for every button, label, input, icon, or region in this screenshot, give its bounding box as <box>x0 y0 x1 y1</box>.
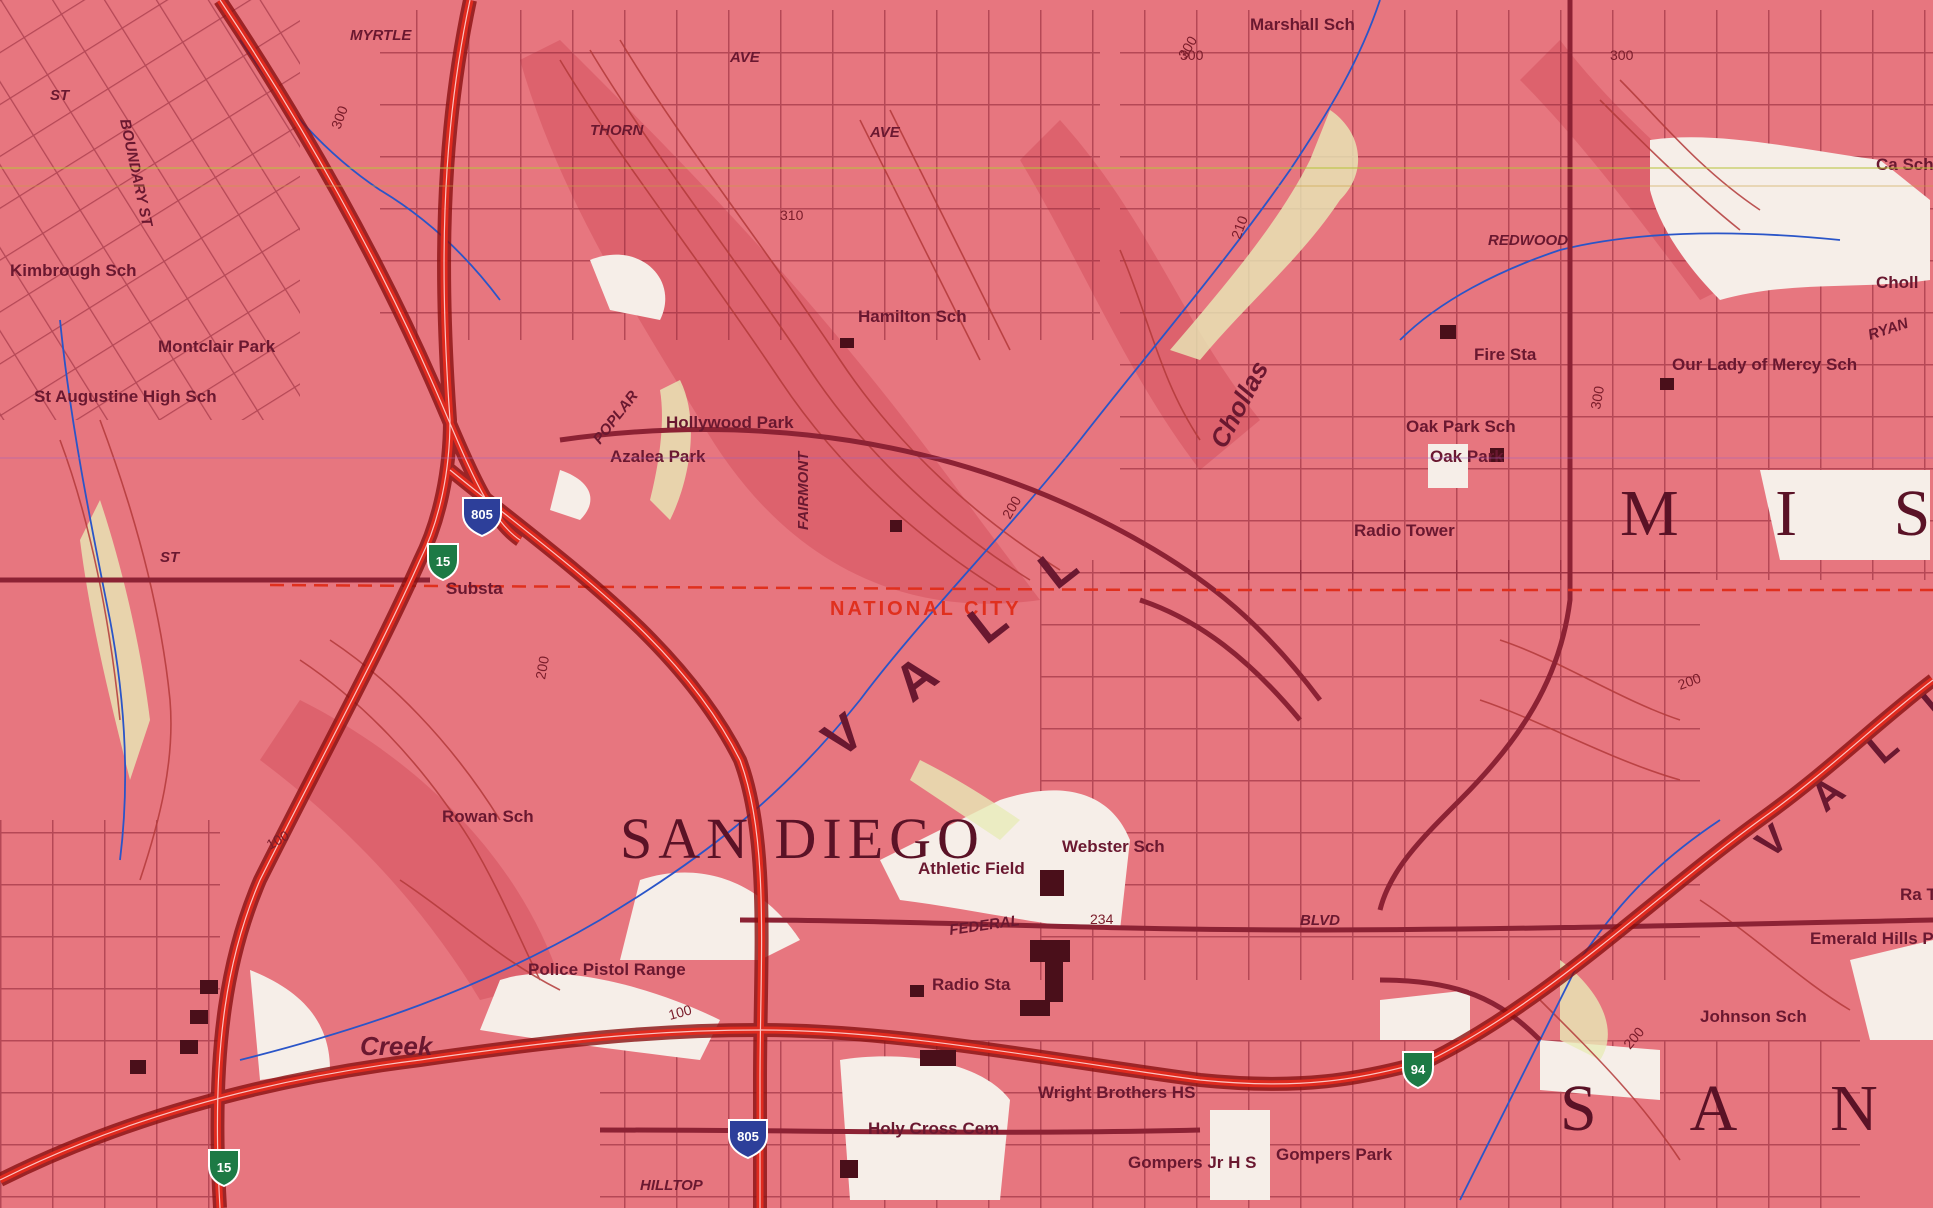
landmark-hollywood: Hollywood Park <box>666 413 794 432</box>
landmark-radio-sta: Radio Sta <box>932 975 1011 994</box>
state-route-15-north-shield: 15 <box>427 543 459 582</box>
landmark-choll: Choll <box>1876 273 1919 292</box>
shield-label: 15 <box>217 1160 231 1175</box>
landmark-oak-park-sch: Oak Park Sch <box>1406 417 1516 436</box>
contour-lines <box>59 39 1851 1161</box>
street-label-st-2: ST <box>50 87 71 104</box>
contour-label: 200 <box>532 655 552 681</box>
street-label-st-1: ST <box>160 549 181 566</box>
landmark-ra-tow: Ra Tow <box>1900 885 1933 904</box>
city-boundary-line <box>269 583 1933 592</box>
landmark-oak-park: Oak Park <box>1430 447 1504 466</box>
street-label-myrtle: MYRTLE <box>350 27 412 44</box>
major-streets <box>0 0 1933 1135</box>
landmark-emerald: Emerald Hills Park <box>1810 929 1933 948</box>
street-label-hilltop: HILLTOP <box>640 1177 704 1194</box>
landmark-ca-sch: Ca Sch <box>1876 155 1933 174</box>
interstate-805-south-shield: 805 <box>728 1119 768 1160</box>
shield-label: 805 <box>737 1129 759 1144</box>
street-label-thorn: THORN <box>590 122 644 139</box>
landmark-gompers-jr: Gompers Jr H S <box>1128 1153 1257 1172</box>
landmark-azalea: Azalea Park <box>610 447 706 466</box>
landmark-holy-cross: Holy Cross Cem <box>868 1119 999 1138</box>
landmark-johnson: Johnson Sch <box>1700 1007 1807 1026</box>
landmark-augustine: St Augustine High Sch <box>34 387 217 406</box>
landmark-police: Police Pistol Range <box>528 960 686 979</box>
street-label-ave-1: AVE <box>729 49 761 66</box>
state-route-15-south-shield: 15 <box>208 1149 240 1188</box>
landmark-montclair: Montclair Park <box>158 337 276 356</box>
landmark-lady: Our Lady of Mercy Sch <box>1672 355 1857 374</box>
contour-label: 100 <box>667 1001 694 1023</box>
contour-label: 200 <box>1676 670 1704 693</box>
region-label-m: M I S <box>1620 477 1933 550</box>
landmark-gompers-park: Gompers Park <box>1276 1145 1393 1164</box>
street-label-redwood: REDWOOD <box>1488 232 1568 249</box>
landmark-athletic: Athletic Field <box>918 859 1025 878</box>
landmark-rowan: Rowan Sch <box>442 807 534 826</box>
shield-label: 805 <box>471 507 493 522</box>
landmark-kimbrough: Kimbrough Sch <box>10 261 137 280</box>
interstate-805-north-shield: 805 <box>462 497 502 538</box>
contour-label: 300 <box>1180 47 1204 63</box>
landmark-substa: Substa <box>446 579 503 598</box>
contour-label: 300 <box>1610 47 1634 63</box>
shield-label: 94 <box>1411 1062 1426 1077</box>
landmark-radio-tower: Radio Tower <box>1354 521 1455 540</box>
contour-label: 210 <box>1228 213 1251 241</box>
state-route-94-shield: 94 <box>1402 1051 1434 1090</box>
contour-label: 300 <box>328 103 351 131</box>
city-label: SAN DIEGO <box>620 806 985 871</box>
shield-label: 15 <box>436 554 450 569</box>
region-label-san: S A N <box>1560 1072 1918 1145</box>
contour-label: 310 <box>780 207 804 223</box>
landmark-wright: Wright Brothers HS <box>1038 1083 1195 1102</box>
landmark-hamilton: Hamilton Sch <box>858 307 967 326</box>
contour-label: 300 <box>1587 385 1607 411</box>
oak-park-box <box>1428 444 1468 488</box>
contour-label: 234 <box>1090 911 1114 927</box>
landmark-fire-sta: Fire Sta <box>1474 345 1537 364</box>
street-label-blvd: BLVD <box>1300 912 1340 929</box>
street-label-fairmont: FAIRMONT <box>795 450 812 530</box>
buildings <box>130 325 1674 1178</box>
city-boundary-label: NATIONAL CITY <box>830 598 1022 620</box>
landmark-webster: Webster Sch <box>1062 837 1165 856</box>
street-label-ave-2: AVE <box>869 124 901 141</box>
creek-label: Creek <box>360 1031 434 1061</box>
landmark-marshall: Marshall Sch <box>1250 15 1355 34</box>
